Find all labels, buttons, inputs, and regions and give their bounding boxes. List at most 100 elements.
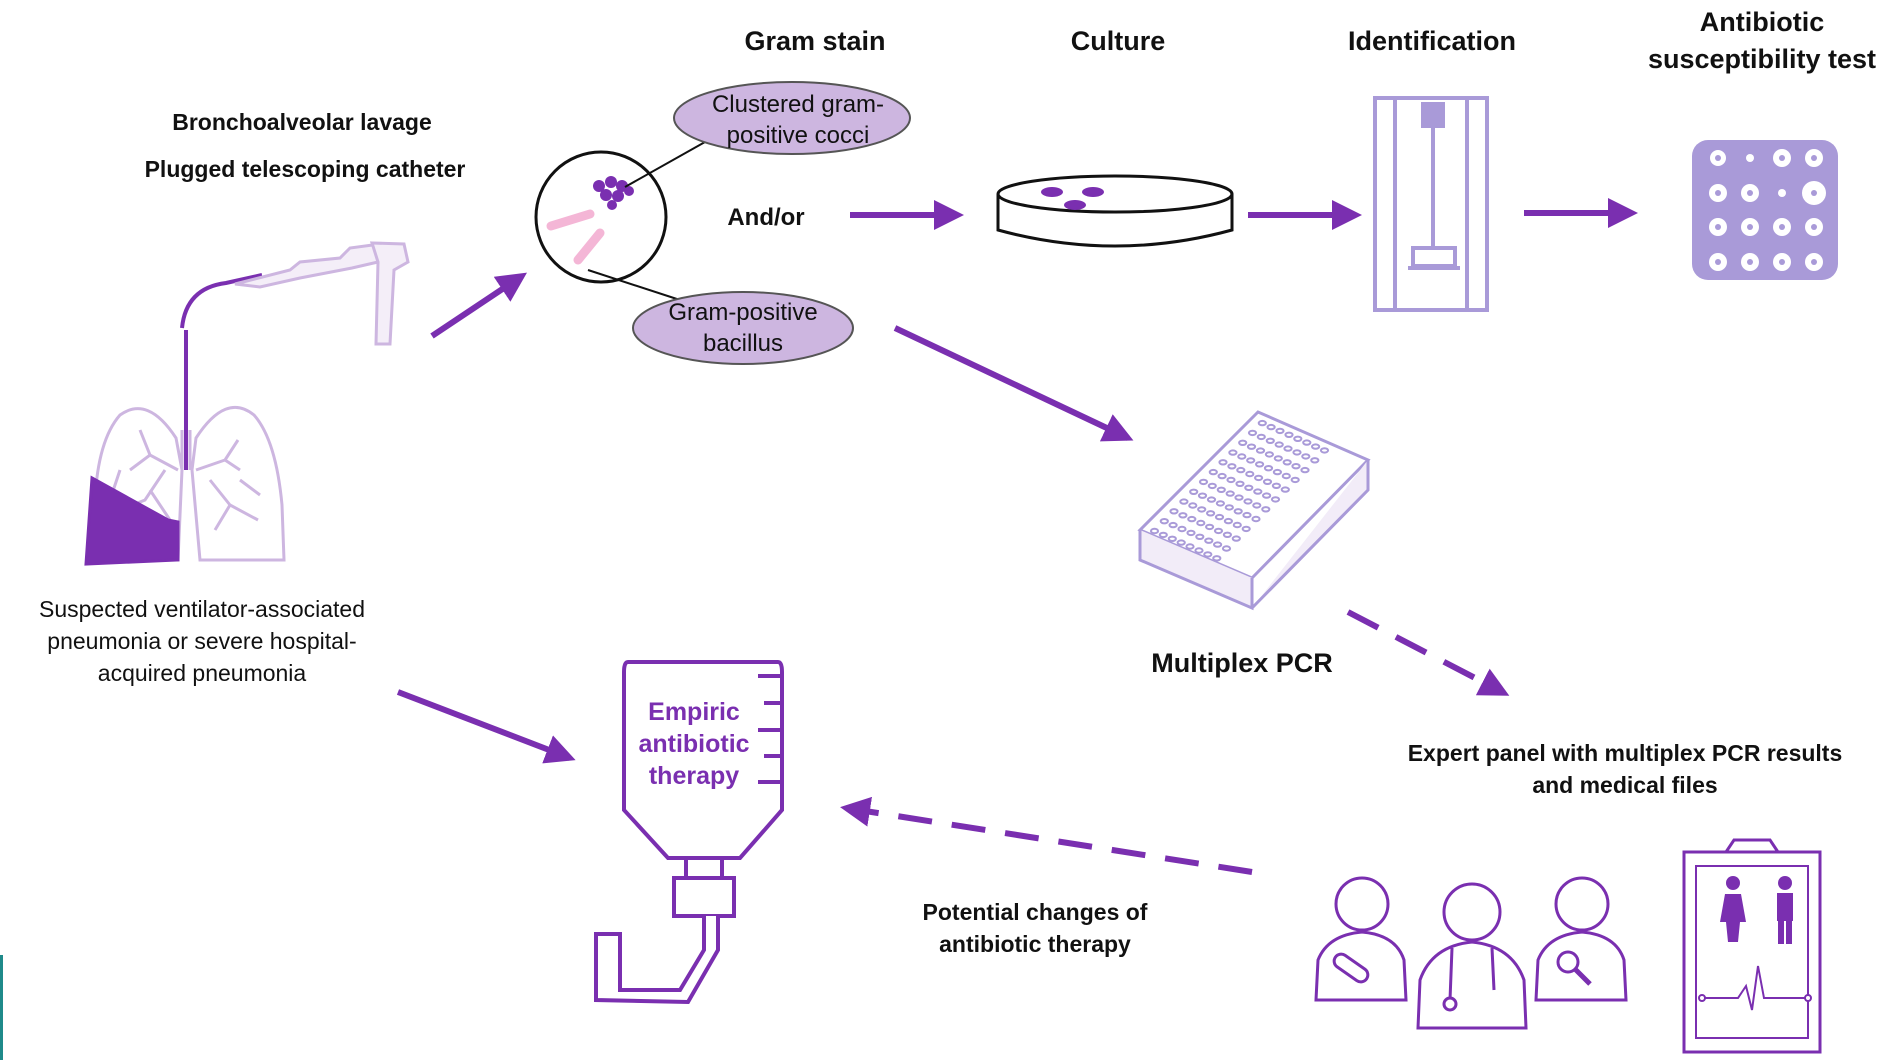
label-patient-line1: Suspected ventilator-associated (39, 596, 365, 622)
pcr-well (1244, 484, 1254, 491)
label-therapy-line1: Empiric (648, 698, 740, 726)
pcr-well (1275, 427, 1285, 435)
pcr-well (1214, 513, 1225, 521)
label-therapy-line3: therapy (649, 762, 739, 790)
pcr-well (1149, 527, 1160, 535)
pcr-well (1235, 480, 1245, 487)
pcr-well (1216, 486, 1226, 493)
pcr-well (1263, 465, 1274, 472)
pcr-well (1225, 490, 1235, 497)
pcr-well (1186, 529, 1196, 537)
pcr-well (1231, 535, 1241, 542)
expert-pharmacist-icon (1314, 876, 1408, 1002)
label-patient-line3: acquired pneumonia (98, 660, 307, 686)
medical-file-icon (1682, 838, 1822, 1054)
pcr-well (1254, 474, 1264, 482)
pcr-well (1222, 531, 1233, 538)
petri-dish-icon (996, 174, 1234, 248)
pcr-well (1253, 488, 1263, 495)
pcr-well (1215, 500, 1226, 507)
pcr-well (1221, 545, 1232, 552)
bubble-cocci (673, 81, 911, 155)
heading-gram-stain: Gram stain (744, 26, 885, 56)
pcr-well (1292, 449, 1302, 456)
arrow-gram-to-pcr (893, 325, 1134, 442)
pcr-well (1197, 506, 1207, 513)
heading-culture: Culture (1071, 26, 1166, 56)
pcr-well (1293, 435, 1303, 442)
pcr-well (1251, 515, 1261, 523)
pcr-well (1245, 470, 1255, 478)
pcr-well (1226, 476, 1236, 484)
pcr-well (1169, 508, 1179, 515)
pcr-well (1291, 463, 1301, 470)
iv-bag-icon (594, 660, 784, 1005)
label-patient-line2: pneumonia or severe hospital- (47, 628, 356, 654)
pcr-well (1282, 459, 1292, 466)
pcr-well (1241, 525, 1251, 533)
label-therapy-line2: antibiotic (638, 730, 749, 758)
arrow-patient-to-therapy (396, 689, 576, 764)
pcr-well (1261, 506, 1271, 513)
label-bacillus-line2: bacillus (703, 330, 783, 357)
pcr-well (1280, 486, 1290, 493)
pcr-well (1290, 476, 1300, 484)
pcr-plate-icon (1137, 410, 1371, 611)
pcr-well (1242, 511, 1252, 519)
label-expert-line2: and medical files (1532, 772, 1717, 798)
pcr-well (1213, 527, 1224, 535)
pcr-well (1168, 521, 1178, 529)
pcr-well (1302, 439, 1312, 446)
pcr-well (1167, 535, 1177, 542)
pcr-well (1284, 431, 1294, 438)
pcr-well (1264, 451, 1275, 458)
ecg-line-icon (1704, 965, 1806, 1011)
pcr-well (1195, 533, 1205, 540)
pcr-well (1185, 543, 1195, 550)
expert-panel-icons (1314, 876, 1628, 1030)
label-expert-line1: Expert panel with multiplex PCR results (1408, 740, 1843, 766)
pcr-well (1159, 518, 1169, 525)
pcr-well (1262, 478, 1273, 485)
pcr-well (1206, 496, 1217, 503)
pcr-well (1227, 463, 1237, 470)
pcr-well (1246, 443, 1257, 450)
pcr-well (1213, 541, 1223, 548)
pcr-well (1256, 433, 1266, 441)
pcr-well (1203, 551, 1213, 558)
pcr-well (1236, 466, 1246, 474)
pcr-well (1212, 555, 1222, 562)
pcr-well (1197, 492, 1208, 499)
label-changes-line1: Potential changes of (923, 899, 1148, 925)
pcr-well (1196, 519, 1206, 527)
pcr-well (1266, 423, 1276, 431)
lungs-icon (84, 405, 286, 566)
bacillus-icon (546, 209, 605, 265)
pcr-well (1232, 521, 1242, 529)
arrow-expert-to-therapy (840, 796, 1253, 875)
page-edge-mark (0, 955, 3, 1060)
pcr-well (1179, 498, 1189, 505)
pcr-well (1247, 429, 1258, 437)
pcr-well (1198, 478, 1209, 486)
pcr-well (1208, 468, 1218, 476)
pcr-well (1217, 472, 1227, 480)
label-bacillus-line1: Gram-positive (668, 299, 817, 326)
pcr-well (1273, 455, 1283, 462)
pcr-well (1283, 445, 1293, 452)
pcr-well (1311, 443, 1321, 450)
pcr-well (1310, 457, 1320, 464)
expert-doctor-icon (1416, 882, 1528, 1030)
pcr-well (1237, 453, 1247, 460)
microscope-view-circle (534, 141, 706, 301)
arrow-sample-to-gram (430, 272, 527, 339)
pcr-well (1274, 441, 1284, 448)
pcr-well (1204, 537, 1214, 544)
pcr-well (1188, 502, 1198, 509)
pcr-well (1189, 488, 1199, 495)
pcr-well (1246, 457, 1256, 464)
pcr-well (1270, 496, 1281, 503)
label-plugged-telescoping-catheter: Plugged telescoping catheter (145, 156, 466, 182)
pcr-well (1301, 453, 1311, 460)
